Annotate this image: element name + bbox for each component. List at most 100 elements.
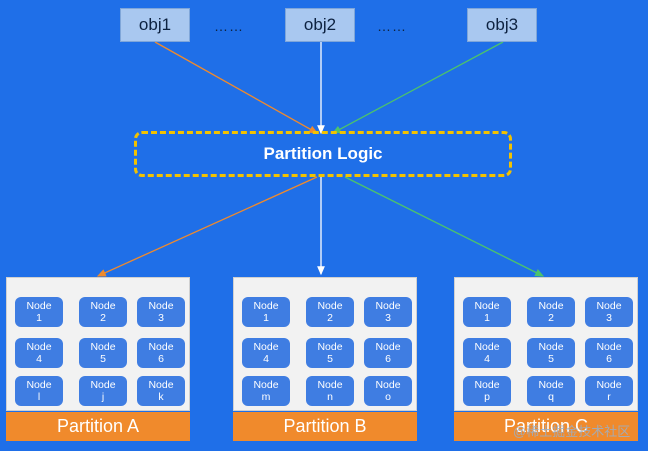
- node-id: 4: [36, 353, 42, 365]
- node-id: 6: [385, 353, 391, 365]
- arrow-obj3-to-logic: [331, 41, 504, 134]
- node-title: Node: [26, 341, 52, 353]
- node-title: Node: [317, 379, 343, 391]
- node-id: 4: [484, 353, 490, 365]
- node-title: Node: [26, 300, 52, 312]
- node-title: Node: [90, 379, 116, 391]
- node-title: Node: [375, 341, 401, 353]
- node-title: Node: [148, 300, 174, 312]
- node-id: o: [385, 391, 391, 403]
- node-id: p: [484, 391, 490, 403]
- partition-a-label: Partition A: [6, 412, 190, 441]
- node-title: Node: [538, 341, 564, 353]
- node-title: Node: [317, 300, 343, 312]
- node-title: Node: [26, 379, 52, 391]
- node-id: 1: [484, 312, 490, 324]
- partition-c-label: Partition C: [454, 412, 638, 441]
- obj1-box: obj1: [120, 8, 190, 42]
- node-id: 3: [158, 312, 164, 324]
- arrow-obj1-to-logic: [154, 41, 319, 134]
- node-id: 5: [327, 353, 333, 365]
- node-id: r: [607, 391, 611, 403]
- node-id: 2: [548, 312, 554, 324]
- node-title: Node: [474, 379, 500, 391]
- node-title: Node: [148, 379, 174, 391]
- node-title: Node: [148, 341, 174, 353]
- node-title: Node: [253, 341, 279, 353]
- obj3-box: obj3: [467, 8, 537, 42]
- node-title: Node: [253, 300, 279, 312]
- partition-logic-label: Partition Logic: [263, 144, 383, 163]
- arrow-logic-to-partition-c: [344, 176, 545, 277]
- node-title: Node: [596, 379, 622, 391]
- node-id: 3: [606, 312, 612, 324]
- node-id: k: [158, 391, 164, 403]
- node-id: 6: [158, 353, 164, 365]
- ellipsis-1: ……: [214, 18, 244, 34]
- node-title: Node: [90, 300, 116, 312]
- node-id: 3: [385, 312, 391, 324]
- node-id: 5: [548, 353, 554, 365]
- node-title: Node: [90, 341, 116, 353]
- node-id: m: [261, 391, 271, 403]
- arrow-logic-to-partition-a: [96, 176, 318, 277]
- obj2-box: obj2: [285, 8, 355, 42]
- node-title: Node: [317, 341, 343, 353]
- obj1-label: obj1: [138, 15, 172, 34]
- node-id: 5: [100, 353, 106, 365]
- node-id: 4: [263, 353, 269, 365]
- node-title: Node: [253, 379, 279, 391]
- watermark: @稀土掘金技术社区: [513, 424, 631, 439]
- node-id: j: [101, 391, 105, 403]
- node-id: 1: [263, 312, 269, 324]
- node-id: q: [548, 391, 554, 403]
- node-id: n: [327, 391, 333, 403]
- node-title: Node: [474, 300, 500, 312]
- node-title: Node: [596, 341, 622, 353]
- node-title: Node: [375, 379, 401, 391]
- node-id: 1: [36, 312, 42, 324]
- obj3-label: obj3: [485, 15, 519, 34]
- node-title: Node: [474, 341, 500, 353]
- node-id: 2: [327, 312, 333, 324]
- obj2-label: obj2: [303, 15, 337, 34]
- node-id: 6: [606, 353, 612, 365]
- node-id: l: [37, 391, 41, 403]
- node-title: Node: [596, 300, 622, 312]
- ellipsis-2: ……: [377, 18, 407, 34]
- partition-b-label: Partition B: [233, 412, 417, 441]
- node-title: Node: [538, 379, 564, 391]
- partition-logic-box: Partition Logic: [134, 131, 512, 177]
- node-id: 2: [100, 312, 106, 324]
